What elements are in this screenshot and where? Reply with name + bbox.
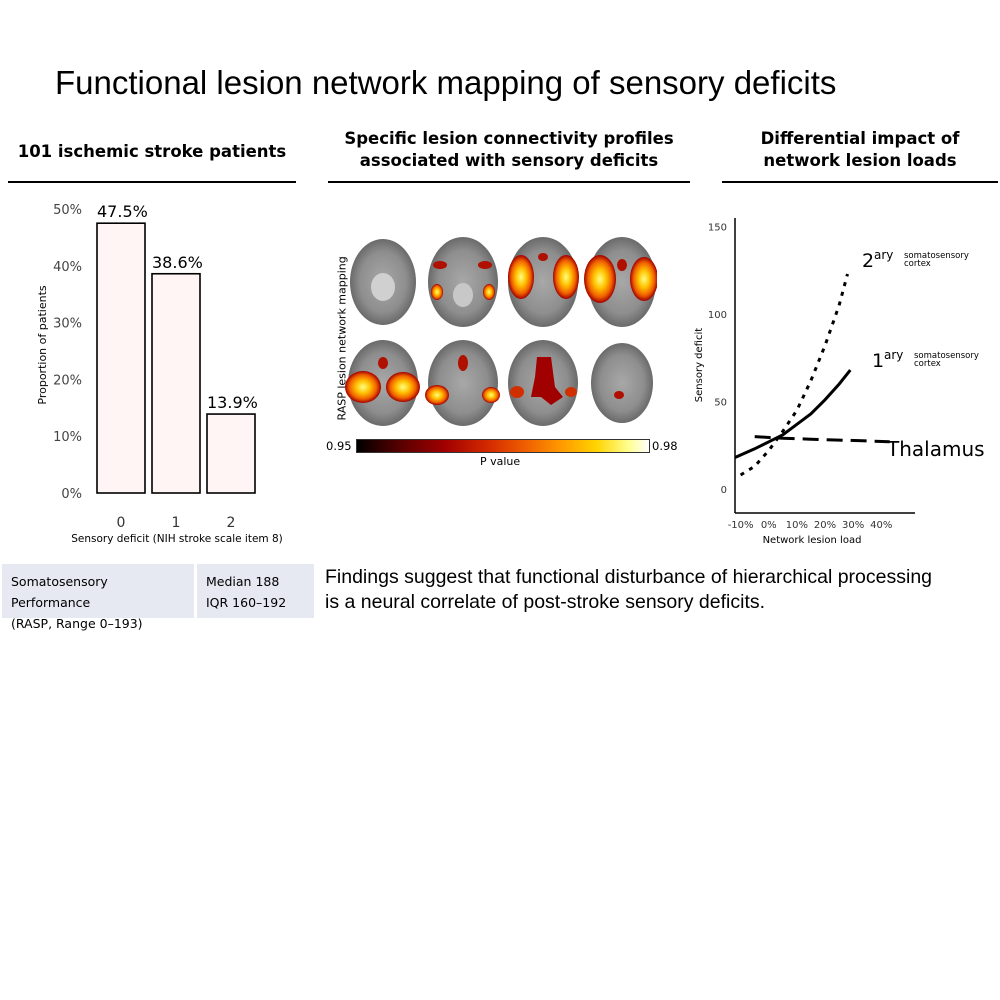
bar-ytick-label: 40% (53, 260, 82, 275)
brain-slice (428, 237, 498, 327)
brain-slice (508, 237, 579, 327)
series-label-small: cortex (904, 259, 931, 269)
findings-line2: is a neural correlate of post-stroke sen… (325, 591, 766, 613)
panel-title-right-line2: network lesion loads (763, 151, 957, 170)
colorbar (356, 439, 650, 453)
bar-ytick-label: 0% (61, 487, 82, 502)
info-value-line2: IQR 160–192 (206, 595, 287, 610)
series-label-small: somatosensory (904, 251, 969, 261)
bar-chart-ylabel: Proportion of patients (36, 285, 49, 404)
line-xtick-label: 30% (842, 520, 864, 531)
bar-ytick-label: 30% (53, 317, 82, 332)
line-chart-ylabel: Sensory deficit (694, 328, 705, 402)
bar-ytick-label: 50% (53, 203, 82, 218)
panel-title-middle-line1: Specific lesion connectivity profiles (344, 129, 674, 148)
bar-chart: Proportion of patients 0% 10% 20% 30% 40% 50%… (36, 202, 283, 545)
bar-data-label: 13.9% (207, 393, 258, 412)
bar-xtick-label: 0 (117, 515, 126, 531)
line-ytick-label: 150 (708, 223, 727, 234)
panel-title-right: Differential impact of network lesion lo… (722, 128, 998, 172)
colorbar-min-label: 0.95 (326, 439, 352, 453)
info-value-line1: Median 188 (206, 574, 280, 589)
line-chart: Sensory deficit 0 50 100 150 -10% 0% 10% 20% 30… (694, 218, 985, 546)
page-title: Functional lesion network mapping of sen… (55, 64, 837, 101)
line-xtick-label: 0% (761, 520, 777, 531)
line-xtick-label: 20% (814, 520, 836, 531)
line-xtick-label: 40% (870, 520, 892, 531)
series-label-small: cortex (914, 359, 941, 369)
bar-data-label: 47.5% (97, 202, 148, 221)
findings-line1: Findings suggest that functional disturb… (325, 566, 933, 588)
series-label: Thalamus (886, 437, 985, 461)
info-box-label: Somatosensory Performance (RASP, Range 0… (2, 564, 194, 631)
bar-xtick-label: 1 (172, 515, 181, 531)
brain-map-illustration (345, 237, 657, 426)
divider-right (722, 181, 998, 183)
colorbar-title: P value (480, 455, 521, 468)
info-label-line2: (RASP, Range 0–193) (11, 616, 143, 631)
line-ytick-label: 100 (708, 310, 727, 321)
panel-title-right-line1: Differential impact of (760, 129, 960, 148)
series-line (739, 273, 849, 477)
brain-slice (508, 340, 578, 426)
bar-ytick-label: 20% (53, 373, 82, 388)
series-label: 2 (862, 250, 874, 272)
findings-text: Findings suggest that functional disturb… (325, 565, 932, 615)
series-label: 1 (872, 350, 884, 372)
brain-slice (584, 237, 657, 327)
bar-chart-xlabel: Sensory deficit (NIH stroke scale item 8… (71, 533, 283, 545)
line-chart-xlabel: Network lesion load (763, 535, 862, 546)
panel-title-middle-line2: associated with sensory deficits (359, 151, 659, 170)
brain-slice (350, 239, 416, 325)
bar-data-label: 38.6% (152, 253, 203, 272)
colorbar-max-label: 0.98 (652, 439, 678, 453)
bar (206, 413, 256, 494)
line-ytick-label: 50 (714, 398, 727, 409)
panel-title-left-text: 101 ischemic stroke patients (17, 142, 287, 161)
bar-ytick-label: 10% (53, 430, 82, 445)
brain-slice (591, 343, 653, 423)
panel-title-left: 101 ischemic stroke patients (8, 141, 296, 163)
line-xtick-label: 10% (786, 520, 808, 531)
line-ytick-label: 0 (721, 485, 727, 496)
info-box-value: Median 188 IQR 160–192 (197, 564, 314, 618)
divider-middle (328, 181, 690, 183)
series-label-sup: ary (884, 348, 903, 362)
series-label-small: somatosensory (914, 351, 979, 361)
series-label-sup: ary (874, 248, 893, 262)
brain-slice (345, 340, 420, 426)
bar (96, 222, 146, 494)
line-xtick-label: -10% (728, 520, 754, 531)
info-label-line1: Somatosensory Performance (11, 574, 108, 610)
divider-left (8, 181, 296, 183)
bar (151, 272, 201, 494)
bar-xtick-label: 2 (227, 515, 236, 531)
panel-title-middle: Specific lesion connectivity profiles as… (328, 128, 690, 172)
brain-slice (425, 340, 500, 426)
series-line (734, 369, 852, 459)
